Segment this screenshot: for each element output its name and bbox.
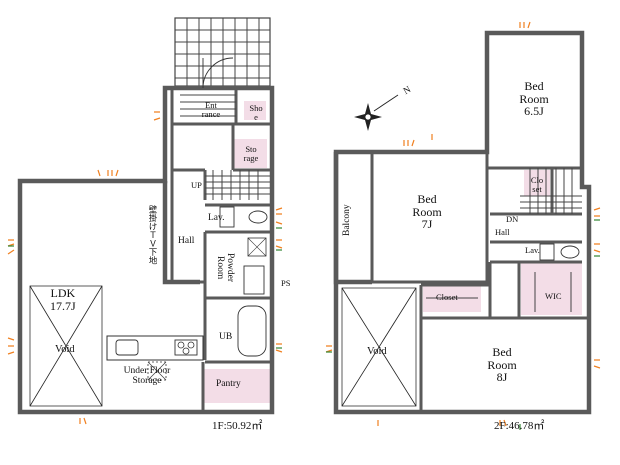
powder-sink (243, 265, 265, 295)
storage-room-fill (234, 139, 267, 168)
balcony-wall (333, 152, 372, 285)
pantry-fill (203, 369, 271, 403)
lav1-toilet (248, 210, 268, 224)
underfloor-label: Under Floor Storage (123, 366, 171, 386)
pantry-label: Pantry (216, 379, 241, 389)
floor2-inner-walls (370, 152, 589, 412)
kitchen-counter (106, 335, 204, 361)
floor1-void (29, 285, 103, 407)
floor1-vents (8, 227, 282, 349)
floor2-windows (325, 21, 601, 427)
closet-rails (426, 272, 572, 312)
ub-label: UB (219, 332, 233, 342)
dn-label: DN (506, 214, 519, 224)
shoe-room-fill (244, 101, 266, 120)
storage-label: Sto rage (243, 144, 259, 163)
up-label: UP (191, 180, 202, 190)
bathtub (237, 305, 267, 357)
bed1-label: Bed Room 6.5J (519, 79, 549, 118)
floor1-stairs (205, 170, 270, 200)
void2-label: Void (367, 346, 387, 357)
void1-label: Void (55, 344, 75, 355)
underfloor-box (147, 361, 167, 381)
ldk-size: 17.7J (50, 298, 76, 313)
floor1-windows (7, 111, 283, 425)
balcony-label: Balcony (342, 204, 352, 236)
ldk-name: LDK (50, 286, 76, 300)
floor2-area: 2F:46.78㎡ (494, 420, 545, 432)
floor1-inner-walls (170, 88, 272, 412)
floor2-void (341, 287, 417, 407)
tv-backing-label: 壁掛けＴＶ下地 (148, 205, 158, 265)
closet-label: Closet (436, 292, 458, 302)
hall1-label: Hall (178, 236, 195, 246)
hall2-label: Hall (495, 227, 510, 237)
entrance-steps (180, 94, 236, 117)
lav2-toilet (560, 245, 580, 259)
bed3-label: Bed Room 8J (487, 345, 517, 384)
ps-label: PS (281, 278, 291, 288)
wic-fill (521, 263, 582, 315)
floor2-stairs (520, 168, 582, 214)
bed2-label: Bed Room 7J (412, 192, 442, 231)
lav1-label: Lav. (208, 213, 225, 223)
floor2-outer-wall (333, 30, 592, 415)
powder-label: Powder Room (215, 253, 235, 283)
floor1-area: 1F:50.92㎡ (212, 420, 263, 432)
lav1-sink (219, 206, 235, 228)
lav2-label: Lav. (525, 245, 540, 255)
shoe-label: Sho e (249, 103, 263, 122)
floor2-vents (326, 219, 600, 430)
compass-icon (354, 94, 399, 131)
porch-tiles (174, 17, 271, 87)
ldk-label: LDK 17.7J (50, 287, 76, 312)
clo-set-label: Clo set (530, 175, 544, 194)
wic-label: WIC (545, 291, 562, 301)
entrance-label: Ent rance (201, 100, 221, 119)
closet-fill (423, 286, 481, 312)
floor1-ldk-wall (162, 181, 200, 285)
washer-box (247, 237, 267, 257)
lav2-sink (539, 243, 555, 261)
front-door-swing (202, 57, 234, 89)
